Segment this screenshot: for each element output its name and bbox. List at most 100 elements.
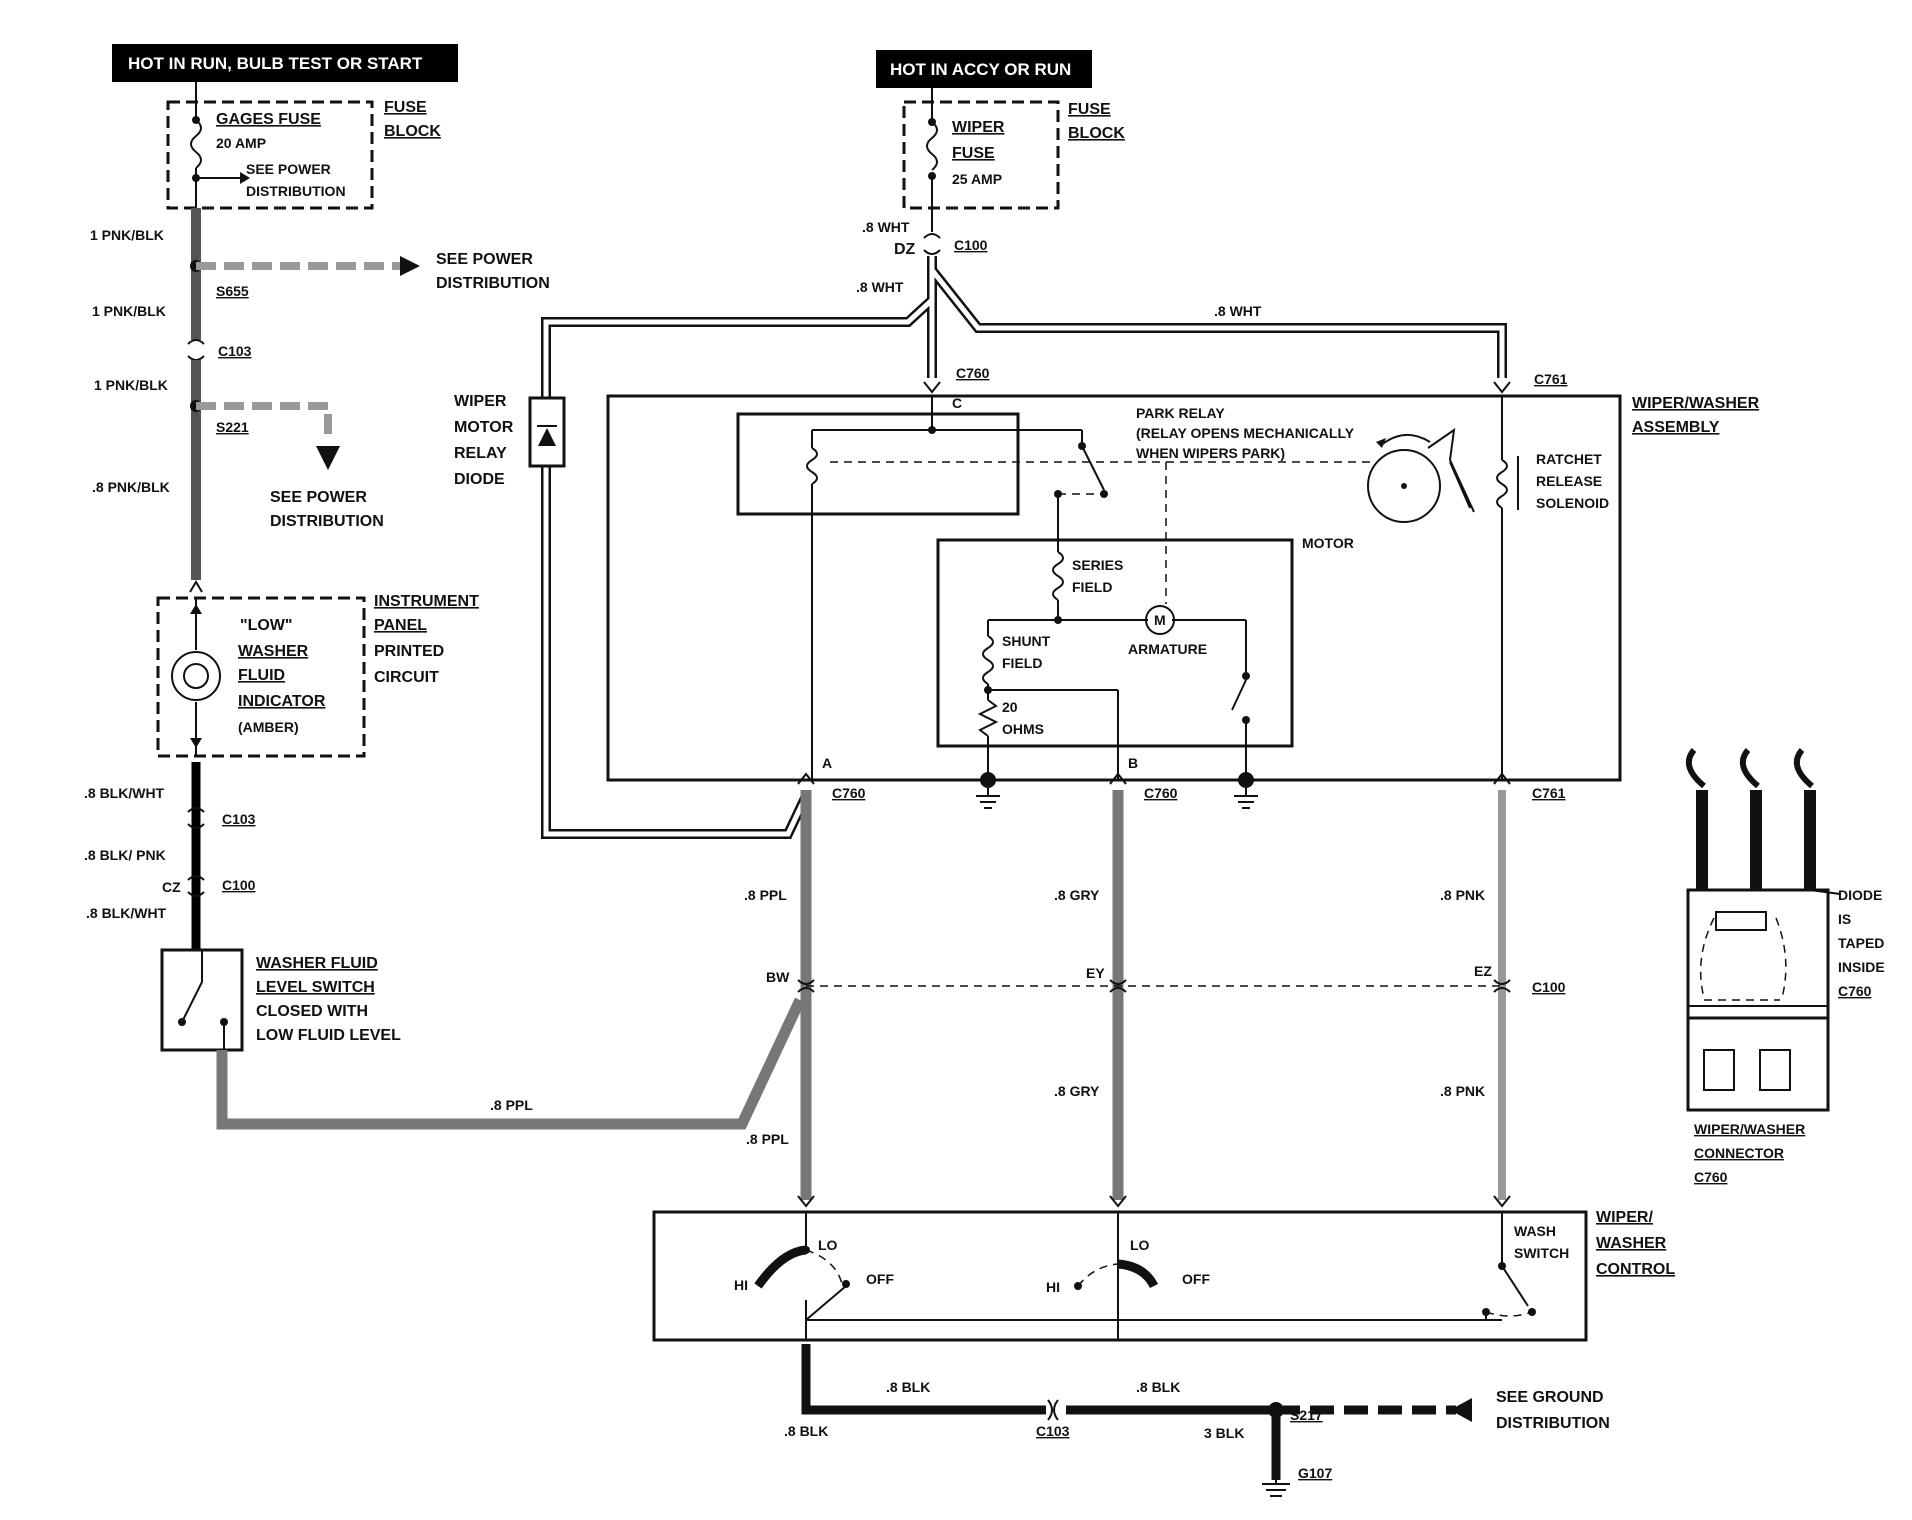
control-2-lo-off-arc xyxy=(1117,1259,1159,1289)
wire-see-power-2 xyxy=(196,402,332,440)
wire-label-w1: 1 PNK/BLK xyxy=(90,227,164,243)
fuse-block-label-b2: BLOCK xyxy=(1068,125,1125,142)
label-bw: BW xyxy=(766,969,790,985)
wire-label-ppl2: .8 PPL xyxy=(746,1131,789,1147)
label-c760-b: C760 xyxy=(1144,785,1178,801)
label-cz: CZ xyxy=(162,879,181,895)
wire-label-blk4: 3 BLK xyxy=(1204,1425,1244,1441)
connector-c760-inset xyxy=(1685,748,1841,1112)
wire-label-blk2: .8 BLK xyxy=(1136,1379,1180,1395)
wire-label-w7: .8 BLK/WHT xyxy=(86,905,167,921)
ctrl2-lo: LO xyxy=(1130,1237,1150,1253)
ind-amber: (AMBER) xyxy=(238,719,299,735)
wire-label-wht3: .8 WHT xyxy=(1214,303,1262,319)
ground-shunt xyxy=(980,772,996,788)
gages-fuse-box xyxy=(166,100,374,210)
inset-diode-2: IS xyxy=(1838,911,1851,927)
wire-label-pnk1: .8 PNK xyxy=(1440,887,1485,903)
shunt-field-1: SHUNT xyxy=(1002,633,1051,649)
wire-blk-control xyxy=(801,1344,1046,1415)
gages-fuse-title: GAGES FUSE xyxy=(216,111,321,128)
see-power-2b: DISTRIBUTION xyxy=(270,513,384,530)
header-right-text: HOT IN ACCY OR RUN xyxy=(890,60,1071,79)
wash-2: SWITCH xyxy=(1514,1245,1569,1261)
park-relay-2: (RELAY OPENS MECHANICALLY xyxy=(1136,425,1355,441)
ground-g107 xyxy=(1262,1480,1290,1497)
connector-c103-ground xyxy=(1047,1399,1059,1421)
label-ez: EZ xyxy=(1474,963,1492,979)
switch-label-1: WASHER FLUID xyxy=(256,955,378,972)
label-dz: DZ xyxy=(894,241,916,258)
inset-conn-3: C760 xyxy=(1694,1169,1728,1185)
ohms-2: OHMS xyxy=(1002,721,1044,737)
ip-label-2: PANEL xyxy=(374,617,427,634)
wire-ppl-switch xyxy=(216,997,805,1130)
diode-label-3: RELAY xyxy=(454,445,507,462)
label-c103-a: C103 xyxy=(218,343,252,359)
wiper-fuse-amp: 25 AMP xyxy=(952,171,1002,187)
see-power-1b: DISTRIBUTION xyxy=(436,275,550,292)
ip-label-4: CIRCUIT xyxy=(374,669,439,686)
label-s221: S221 xyxy=(216,419,249,435)
ctrl2-off: OFF xyxy=(1182,1271,1210,1287)
wire-label-blk3: .8 BLK xyxy=(784,1423,828,1439)
ind-indicator: INDICATOR xyxy=(238,693,326,710)
inset-diode-5: C760 xyxy=(1838,983,1872,999)
series-field-2: FIELD xyxy=(1072,579,1112,595)
wire-label-w5: .8 BLK/WHT xyxy=(84,785,165,801)
connector-carats xyxy=(797,381,1511,1208)
wiper-fuse-a: WIPER xyxy=(952,119,1005,136)
label-c103-b: C103 xyxy=(222,811,256,827)
wire-label-wht1: .8 WHT xyxy=(862,219,910,235)
diode-label-1: WIPER xyxy=(454,393,507,410)
fuse-block-label-a1: FUSE xyxy=(384,99,427,116)
inset-conn-2: CONNECTOR xyxy=(1694,1145,1784,1161)
gages-see-1: SEE POWER xyxy=(246,161,331,177)
ip-label-3: PRINTED xyxy=(374,643,444,660)
connector-c103-b xyxy=(187,807,205,829)
armature-label: ARMATURE xyxy=(1128,641,1207,657)
label-c760-a: C760 xyxy=(832,785,866,801)
label-s217: S217 xyxy=(1290,1407,1323,1423)
label-c103-ground: C103 xyxy=(1036,1423,1070,1439)
control-title-3: CONTROL xyxy=(1596,1261,1675,1278)
wiper-fuse-symbol xyxy=(926,121,938,171)
wire-label-ppl: .8 PPL xyxy=(490,1097,533,1113)
series-field-1: SERIES xyxy=(1072,557,1123,573)
park-relay-3: WHEN WIPERS PARK) xyxy=(1136,445,1285,461)
ctrl1-lo: LO xyxy=(818,1237,838,1253)
wire-label-w6: .8 BLK/ PNK xyxy=(84,847,166,863)
wiper-fuse-b: FUSE xyxy=(952,145,995,162)
wire-label-blk1: .8 BLK xyxy=(886,1379,930,1395)
wire-label-w4: .8 PNK/BLK xyxy=(92,479,170,495)
fuse-block-label-b1: FUSE xyxy=(1068,101,1111,118)
term-a: A xyxy=(822,755,832,771)
wire-label-w3: 1 PNK/BLK xyxy=(94,377,168,393)
ratchet-cam xyxy=(1367,449,1441,523)
low-washer-fluid-indicator xyxy=(171,651,221,701)
ip-label-1: INSTRUMENT xyxy=(374,593,479,610)
control-title-2: WASHER xyxy=(1596,1235,1667,1252)
wire-label-gry2: .8 GRY xyxy=(1054,1083,1100,1099)
shunt-field-2: FIELD xyxy=(1002,655,1042,671)
wire-label-gry1: .8 GRY xyxy=(1054,887,1100,903)
label-c100-top: C100 xyxy=(954,237,988,253)
switch-label-2: LEVEL SWITCH xyxy=(256,979,375,996)
header-left: HOT IN RUN, BULB TEST OR START xyxy=(112,44,458,82)
wire-label-ppl1: .8 PPL xyxy=(744,887,787,903)
ratchet-1: RATCHET xyxy=(1536,451,1602,467)
connector-c100-top xyxy=(923,233,941,255)
label-g107: G107 xyxy=(1298,1465,1332,1481)
wht-wires xyxy=(541,256,1507,839)
wire-label-pnk2: .8 PNK xyxy=(1440,1083,1485,1099)
see-ground-1: SEE GROUND xyxy=(1496,1389,1604,1406)
switch-label-4: LOW FLUID LEVEL xyxy=(256,1027,401,1044)
inset-diode-3: TAPED xyxy=(1838,935,1884,951)
ctrl1-hi: HI xyxy=(734,1277,748,1293)
ratchet-3: SOLENOID xyxy=(1536,495,1609,511)
connector-c103-a xyxy=(187,339,205,361)
wiper-washer-control xyxy=(652,1210,1588,1342)
see-power-2a: SEE POWER xyxy=(270,489,367,506)
wire-label-wht2: .8 WHT xyxy=(856,279,904,295)
